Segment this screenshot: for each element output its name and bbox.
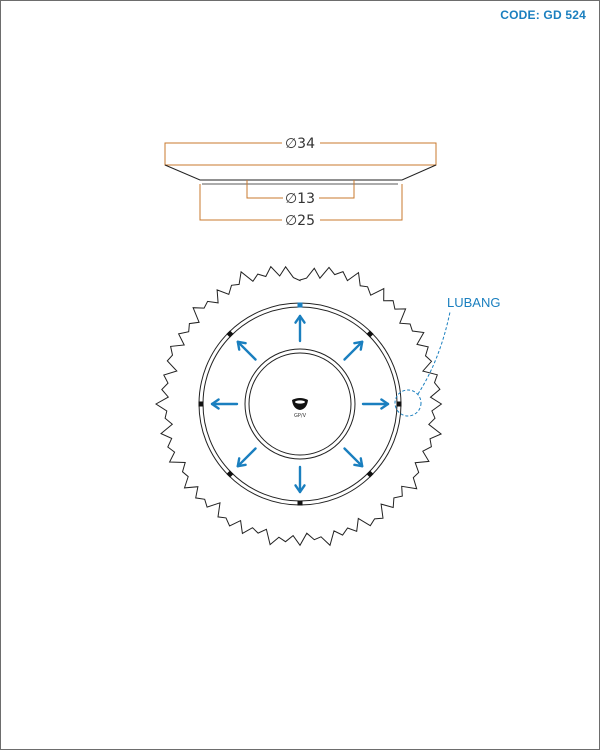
- direction-arrow: [210, 398, 239, 410]
- hole-marker: [226, 330, 234, 338]
- logo-highlight: [295, 400, 305, 404]
- hole-marker: [226, 470, 234, 478]
- logo-icon: [292, 398, 308, 410]
- hole-markers: [198, 302, 402, 506]
- top-view: GP/V LUBANG: [155, 265, 500, 547]
- hole-marker: [366, 470, 374, 478]
- direction-arrow: [236, 447, 257, 468]
- dimension-label-25: ∅25: [285, 213, 315, 229]
- dimension-label-34: ∅34: [285, 136, 315, 152]
- direction-arrow: [343, 447, 364, 468]
- direction-arrow: [343, 340, 364, 361]
- dimension-label-13: ∅13: [285, 191, 315, 207]
- center-logo: GP/V: [292, 398, 308, 419]
- direction-arrows: [210, 314, 390, 494]
- product-code: CODE: GD 524: [500, 8, 586, 22]
- dim-text-bg-25: [282, 212, 320, 228]
- center-ring-inner: [248, 352, 352, 456]
- direction-arrow: [294, 314, 306, 343]
- hole-marker: [198, 401, 204, 407]
- callout-label: LUBANG: [447, 295, 500, 310]
- direction-arrow: [294, 465, 306, 494]
- side-profile: [164, 164, 437, 181]
- dim-text-bg-13: [283, 190, 319, 206]
- callout-circle: [394, 389, 422, 417]
- callout-leader: [417, 311, 451, 395]
- hole-marker: [366, 330, 374, 338]
- jagged-outer-edge: [155, 265, 443, 547]
- hole-marker: [297, 500, 303, 506]
- side-view: ∅34 ∅13 ∅25: [164, 135, 437, 229]
- direction-arrow: [361, 398, 390, 410]
- hole-marker: [396, 401, 402, 407]
- direction-arrow: [236, 340, 257, 361]
- dim-text-bg-34: [282, 135, 320, 151]
- logo-text: GP/V: [294, 413, 307, 419]
- center-ring: [244, 348, 356, 460]
- hole-marker: [297, 302, 303, 308]
